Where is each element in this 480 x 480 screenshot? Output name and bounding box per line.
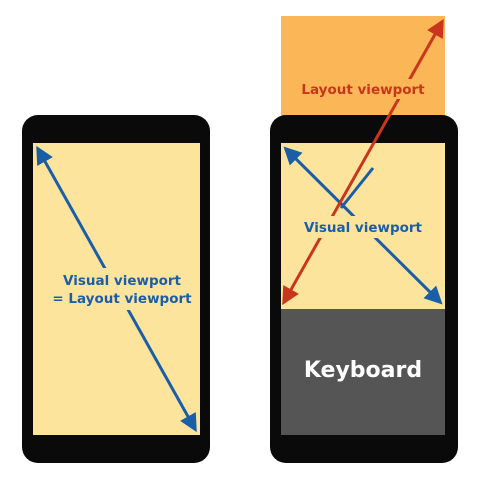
layout-viewport-overflow	[281, 16, 445, 126]
keyboard	[281, 309, 445, 435]
right-phone: Layout viewport Visual viewport Keyboard	[270, 16, 458, 463]
layout-label-backdrop	[298, 79, 428, 99]
layout-viewport-label: Layout viewport	[301, 82, 425, 98]
keyboard-label: Keyboard	[304, 358, 422, 383]
visual-label-backdrop	[305, 216, 421, 238]
left-label-line1: Visual viewport	[63, 273, 182, 289]
right-visual-viewport-label: Visual viewport	[304, 220, 423, 236]
left-label-backdrop	[56, 268, 188, 310]
left-label-line2: = Layout viewport	[52, 291, 192, 307]
layout-viewport-arrow	[282, 18, 444, 306]
left-phone: Visual viewport = Layout viewport	[22, 115, 210, 463]
